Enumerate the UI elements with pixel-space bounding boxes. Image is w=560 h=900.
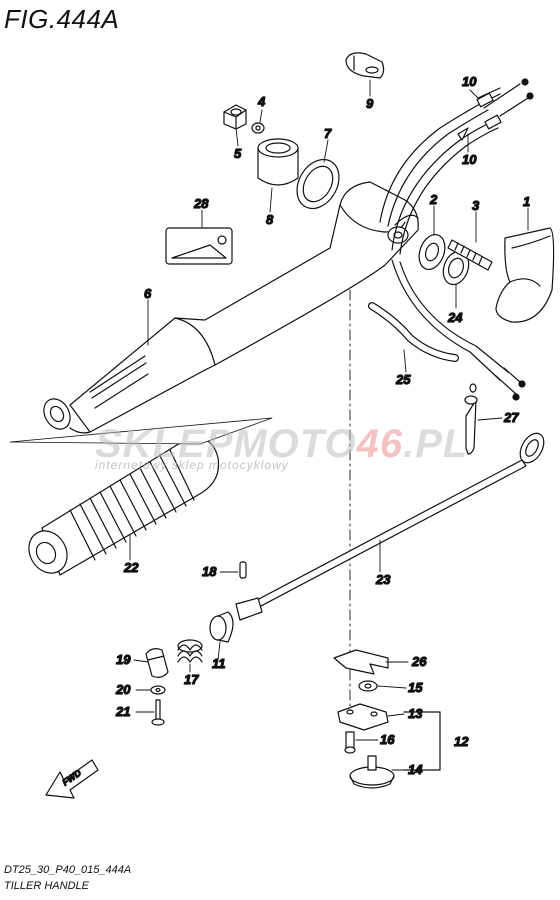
figure-code: DT25_30_P40_015_444A <box>4 864 132 876</box>
callout-labels: 1 2 3 4 5 6 7 8 9 10 10 11 12 13 14 15 1… <box>114 73 530 777</box>
washer-part <box>251 122 265 134</box>
callout-20: 20 <box>115 682 131 697</box>
ring-part <box>296 158 340 210</box>
knob-base-part <box>349 755 395 789</box>
cover-part <box>495 227 555 323</box>
washer-15-part <box>358 680 378 692</box>
screw-part <box>151 699 165 726</box>
callout-23: 23 <box>375 572 391 587</box>
callout-2: 2 <box>429 192 438 207</box>
stud-bolt-part <box>447 239 493 271</box>
section-wedge <box>9 417 273 445</box>
rod-part <box>235 432 545 621</box>
callout-26: 26 <box>411 654 427 669</box>
callout-27: 27 <box>503 410 519 425</box>
callout-22: 22 <box>123 560 139 575</box>
callout-21: 21 <box>115 704 130 719</box>
figure-name: TILLER HANDLE <box>4 880 89 892</box>
callout-7: 7 <box>324 126 332 141</box>
callout-10-bottom: 10 <box>462 152 477 167</box>
watermark-brand: SKLEPMOTO46.PL <box>95 422 468 467</box>
watermark-brand-left: SKLEP <box>95 422 234 466</box>
callout-16: 16 <box>380 732 395 747</box>
watermark-tagline: internetowy sklep motocyklowy <box>95 458 289 472</box>
lock-washer-part <box>150 685 166 695</box>
throttle-cables <box>379 78 534 255</box>
bracket-part <box>333 649 389 675</box>
decal-part <box>165 227 233 265</box>
callout-3: 3 <box>472 198 480 213</box>
callout-5: 5 <box>234 146 242 161</box>
watermark-brand-middle: MOTO <box>233 422 357 466</box>
callout-19: 19 <box>116 652 131 667</box>
tiller-arm <box>43 181 419 434</box>
callout-14: 14 <box>408 762 423 777</box>
lower-cables <box>391 259 526 401</box>
callout-12: 12 <box>454 734 469 749</box>
callout-28: 28 <box>193 196 209 211</box>
callout-17: 17 <box>184 672 199 687</box>
bolt-16-part <box>344 731 356 754</box>
callout-6: 6 <box>144 286 152 301</box>
small-pin-part <box>239 561 247 579</box>
callout-9: 9 <box>366 96 374 111</box>
callout-13: 13 <box>408 706 423 721</box>
nut-part <box>223 104 247 130</box>
callout-4: 4 <box>257 94 266 109</box>
group-bracket-12 <box>403 711 441 771</box>
bushing-part <box>257 138 299 186</box>
figure-title: FIG.444A <box>4 4 120 34</box>
callout-15: 15 <box>408 680 423 695</box>
callout-1: 1 <box>523 194 530 209</box>
spring-part <box>177 639 203 663</box>
callout-8: 8 <box>266 212 274 227</box>
watermark-brand-accent: 46 <box>356 422 404 466</box>
leader-lines <box>129 79 529 771</box>
fwd-arrow-icon <box>45 759 99 799</box>
washer-2-part <box>418 233 446 271</box>
callout-25: 25 <box>395 372 411 387</box>
collar-part <box>209 611 234 643</box>
callout-24: 24 <box>447 310 463 325</box>
callout-10-top: 10 <box>462 74 477 89</box>
callout-11: 11 <box>212 656 226 671</box>
grommet-part <box>345 52 385 79</box>
watermark-brand-right: .PL <box>403 422 469 466</box>
hose-part <box>368 302 459 362</box>
plate-part <box>337 703 389 731</box>
callout-18: 18 <box>202 564 217 579</box>
knob-part <box>145 648 169 678</box>
pin-part <box>464 383 478 455</box>
grip-part <box>28 437 220 576</box>
